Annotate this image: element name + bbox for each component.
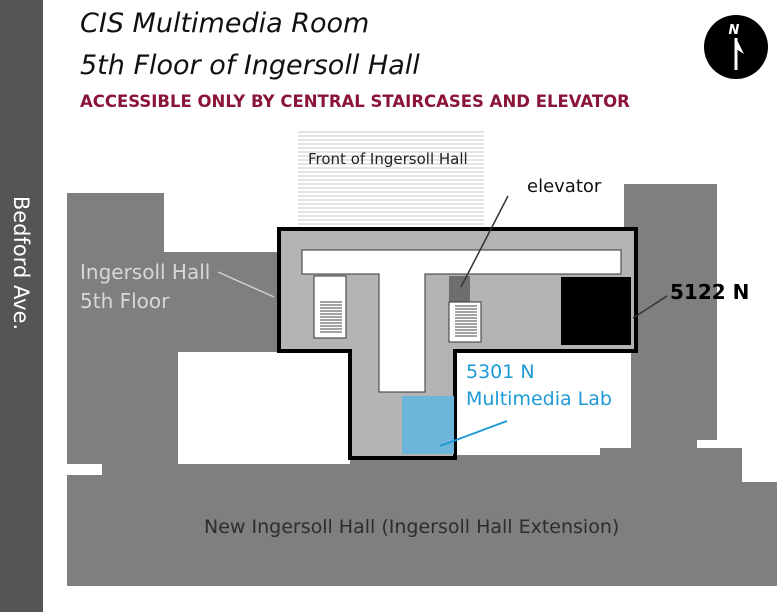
lab-leader-line [439,420,508,447]
elevator-shaft [449,276,470,302]
ingersoll-hall-label: Ingersoll Hall [80,260,211,284]
room-5301-label: 5301 N [466,361,535,383]
fifth-floor-label: 5th Floor [80,289,170,313]
central-staircase [448,301,482,343]
compass-letter: N [729,23,740,38]
elevator-leader-line [460,195,509,288]
front-entrance-steps [298,130,484,230]
west-staircase [313,275,347,339]
map-title-line-2: 5th Floor of Ingersoll Hall [80,50,420,81]
multimedia-lab-label: Multimedia Lab [466,388,612,410]
ingersoll-leader-line [217,271,275,298]
new-ingersoll-hall-label: New Ingersoll Hall (Ingersoll Hall Exten… [204,516,620,538]
access-notice: ACCESSIBLE ONLY BY CENTRAL STAIRCASES AN… [80,92,630,111]
room-5122-label: 5122 N [670,280,750,304]
new-ingersoll-hall-building [67,434,777,586]
east-courtyard [455,352,631,455]
west-courtyard [178,352,350,464]
bedford-ave-street: Bedford Ave. [0,0,43,612]
t-corridor [301,249,622,393]
accessible-zone [277,227,638,460]
map-title-line-1: CIS Multimedia Room [80,8,370,39]
room-5122-n [561,277,631,345]
north-arrow-icon: N [704,15,768,79]
room-5122-leader-line [632,295,668,319]
room-5301-n-multimedia-lab [402,396,454,454]
elevator-label: elevator [527,176,602,197]
front-of-ingersoll-label: Front of Ingersoll Hall [308,150,468,168]
